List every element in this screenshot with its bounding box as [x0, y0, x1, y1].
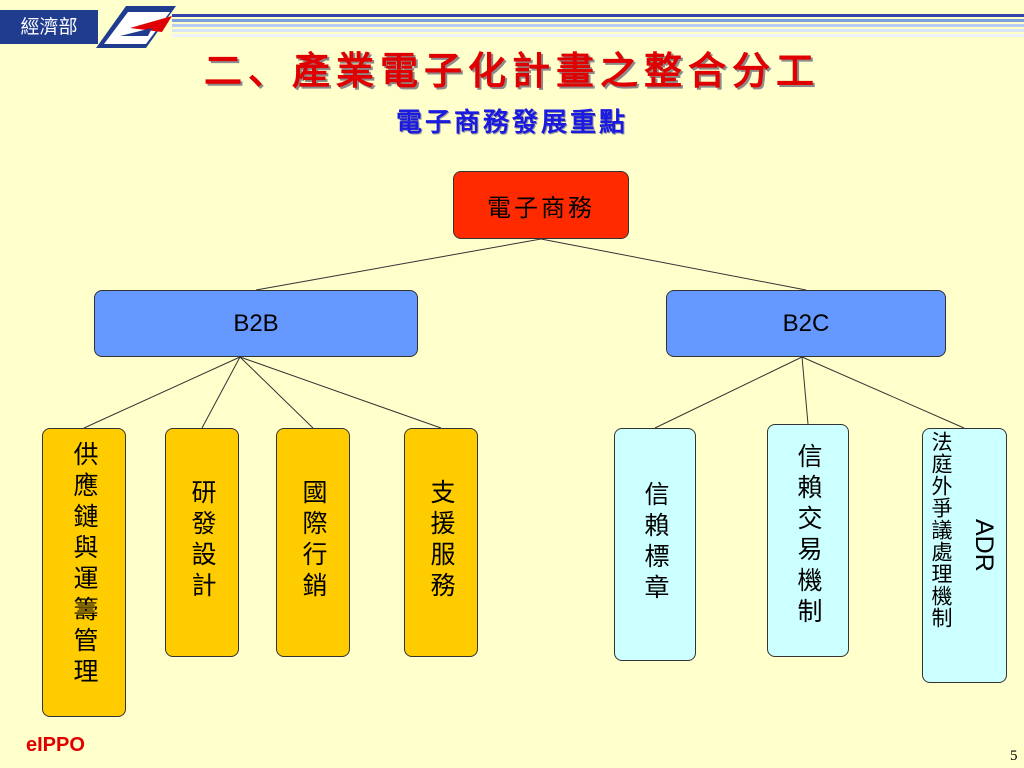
adr-label: 法庭外爭議處理機制	[929, 431, 953, 629]
stripe	[172, 34, 1024, 37]
ministry-label: 經濟部	[0, 10, 98, 44]
footer-brand: eIPPO	[26, 734, 85, 756]
leaf-label: 支援服務	[427, 479, 456, 603]
edge-b2c-trustmark	[654, 356, 803, 429]
root-node-ecommerce: 電子商務	[453, 171, 629, 239]
header-stripes	[172, 14, 1024, 40]
node-b2b: B2B	[94, 290, 418, 357]
edge-root-b2c	[540, 238, 807, 291]
leaf-adr: 法庭外爭議處理機制 ADR	[922, 428, 1007, 683]
leaf-trusted-transaction: 信賴交易機制	[767, 424, 849, 657]
leaf-intl-marketing: 國際行銷	[276, 428, 350, 657]
edge-b2c-trusttx	[801, 356, 809, 425]
edge-b2b-supply	[83, 356, 241, 429]
leaf-rnd-design: 研發設計	[165, 428, 239, 657]
leaf-label: 國際行銷	[299, 479, 328, 603]
edge-b2b-rnd	[201, 356, 241, 429]
leaf-label: 信賴交易機制	[794, 443, 823, 629]
edge-b2c-adr	[801, 356, 965, 429]
leaf-trust-mark: 信賴標章	[614, 428, 696, 661]
edge-b2b-support	[239, 356, 442, 429]
stripe	[172, 29, 1024, 32]
leaf-supply-chain: 供應鏈與運籌管理	[42, 428, 126, 717]
edge-b2b-intl	[239, 356, 314, 429]
slide-subtitle: 電子商務發展重點	[395, 108, 628, 138]
ministry-logo-icon	[96, 6, 176, 48]
slide-title: 二、產業電子化計畫之整合分工	[203, 48, 820, 93]
leaf-label: 供應鏈與運籌管理	[70, 441, 99, 689]
leaf-support-services: 支援服務	[404, 428, 478, 657]
leaf-label: 信賴標章	[641, 481, 670, 605]
node-b2c: B2C	[666, 290, 946, 357]
adr-abbrev: ADR	[970, 519, 998, 572]
edge-root-b2b	[255, 238, 542, 291]
leaf-label: 研發設計	[188, 479, 217, 603]
stripe	[172, 19, 1024, 22]
stripe	[172, 14, 1024, 17]
stripe	[172, 24, 1024, 27]
page-number: 5	[1010, 748, 1018, 764]
